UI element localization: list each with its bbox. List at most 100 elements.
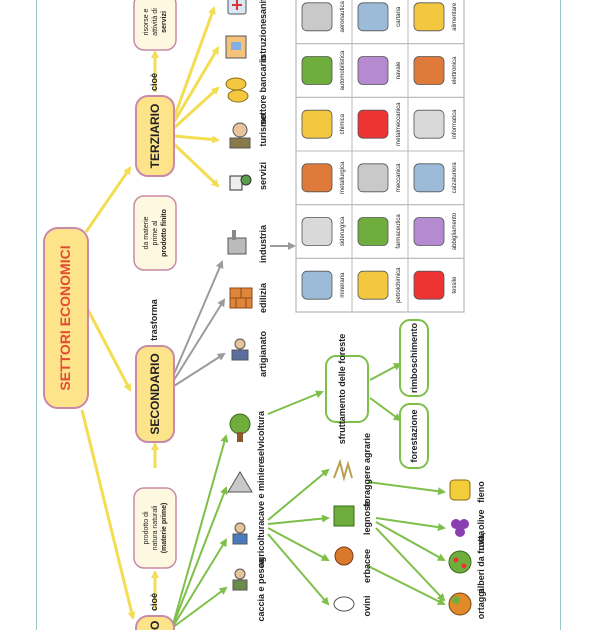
- agri-foraggere-1: foraggere agrarie: [362, 433, 372, 507]
- industry-tessile-icon: [413, 270, 445, 300]
- arrow-selv-foreste: [267, 390, 324, 415]
- industry-label-alimentare: alimentare: [452, 2, 458, 31]
- arrow-title-secondario: [84, 305, 132, 392]
- yellow-arrows: [80, 6, 220, 620]
- services-icon: [229, 174, 252, 191]
- arrow-legnose-uva: [375, 517, 446, 532]
- industry-label-metallurgica: metallurgica: [340, 161, 346, 194]
- forestazione-label: forestazione: [409, 409, 419, 462]
- terziario-item-istruzione: istruzione: [258, 19, 268, 62]
- vineyard-icon: [333, 505, 355, 527]
- primario-item-cave: cave e miniere: [256, 459, 266, 521]
- arrow-title-primario: [80, 409, 136, 620]
- industry-cartaria-icon: [357, 2, 389, 32]
- arrow-sec-artigianato: [173, 352, 226, 387]
- arrow-foreste-forest: [369, 397, 402, 422]
- sheep-icon: [333, 596, 355, 612]
- vegetables-icon: [448, 592, 472, 616]
- page-border-right: [560, 0, 561, 630]
- primario-note-1: prodotto di: [143, 511, 150, 545]
- forestazione-box: [399, 403, 429, 469]
- foreste-box: [325, 355, 369, 423]
- cioe-terziario: cioè: [149, 73, 159, 91]
- tree-icon: [229, 413, 251, 442]
- title-box: [43, 227, 89, 409]
- arrow-sec-edilizia: [173, 298, 226, 381]
- primario-item-selvicoltura: selvicoltura: [256, 410, 266, 461]
- coins-icon: [225, 77, 249, 103]
- rimboschimento-box: [399, 319, 429, 397]
- arrow-erbacee-ortaggi: [367, 565, 446, 605]
- primario-icons: [227, 413, 253, 591]
- industry-label-elettronica: elettronica: [452, 56, 458, 84]
- primario-note-2: natura naturali: [152, 505, 159, 550]
- industry-label-chimica: chimica: [340, 113, 346, 134]
- industry-label-mineraria: mineraria: [340, 272, 346, 298]
- terziario-item-turismo: turismo: [258, 113, 268, 147]
- arrow-agri-legnose: [267, 514, 330, 525]
- terziario-item-servizi: servizi: [258, 162, 268, 190]
- grass-icon: [333, 458, 353, 482]
- primario-note-box: [133, 487, 177, 569]
- grapes-icon: [451, 519, 469, 537]
- product-uva: uva, olive: [476, 509, 486, 550]
- page-border-left: [36, 0, 37, 630]
- industry-meccanica-icon: [357, 163, 389, 193]
- industry-cell: [295, 257, 353, 313]
- product-icons: [448, 479, 472, 616]
- terziario-note-1: risorse e: [143, 8, 150, 35]
- agricoltura-icons: [333, 458, 355, 612]
- arrow-ter-3: [172, 86, 220, 130]
- industry-grid-cells: alimentare cartaria aeronautica elettronica…: [295, 0, 465, 313]
- industry-label-meccanica: meccanica: [396, 163, 402, 192]
- wheat-icon: [334, 546, 354, 566]
- arrow-legnose-ortaggi: [375, 527, 446, 602]
- industry-mineraria-icon: [301, 270, 333, 300]
- arrow-sec-industria: [173, 260, 224, 375]
- secondario-item-edilizia: edilizia: [258, 282, 268, 313]
- industry-metalmeccanica-icon: [357, 109, 389, 139]
- primario-note-3: (materie prime): [161, 503, 168, 554]
- farmer-icon: [232, 522, 248, 545]
- industry-label-tessile: tessile: [452, 276, 458, 294]
- terziario-note-3: servizi: [161, 11, 168, 33]
- terziario-box: [135, 95, 175, 177]
- green-arrows: [171, 363, 446, 629]
- title-text: SETTORI ECONOMICI: [57, 245, 73, 390]
- craftsman-icon: [231, 338, 249, 361]
- secondario-box: [135, 345, 175, 443]
- arrow-agri-erbacee: [267, 527, 330, 561]
- hunter-icon: [232, 568, 248, 591]
- hospital-icon: [227, 0, 247, 15]
- secondario-note-2: prime al: [152, 220, 159, 245]
- mine-icon: [227, 471, 253, 493]
- industry-label-automobilistica: automobilistica: [340, 50, 346, 90]
- industry-label-petrolchimica: petrolchimica: [396, 267, 402, 303]
- arrow-title-terziario: [84, 166, 132, 233]
- industry-aeronautica-icon: [301, 2, 333, 32]
- agri-ovini: ovini: [362, 595, 372, 616]
- industry-label-aeronautica: aeronautica: [340, 0, 346, 32]
- industry-label-cartaria: cartaria: [396, 6, 402, 27]
- industry-label-navale: navale: [396, 61, 402, 79]
- industry-label-informatica: informatica: [452, 109, 458, 139]
- secondario-icons: [227, 230, 253, 361]
- industry-siderurgica-icon: [301, 217, 333, 246]
- industry-navale-icon: [357, 56, 389, 85]
- secondario-item-industria: industria: [258, 224, 268, 263]
- terziario-label: TERZIARIO: [148, 104, 162, 169]
- terziario-note-box: [133, 0, 177, 51]
- industry-metallurgica-icon: [301, 163, 333, 193]
- industry-chimica-icon: [301, 109, 333, 139]
- arrow-pri-selv: [171, 434, 229, 629]
- industry-label-siderurgica: siderurgica: [340, 216, 346, 246]
- arrow-pri-caccia: [171, 586, 228, 629]
- school-icon: [225, 35, 247, 59]
- industry-alimentare-icon: [413, 2, 445, 32]
- rimboschimento-label: rimboschimento: [409, 322, 419, 393]
- industry-petrolchimica-icon: [357, 270, 389, 300]
- factory-icon: [227, 230, 247, 255]
- bricks-icon: [229, 287, 253, 309]
